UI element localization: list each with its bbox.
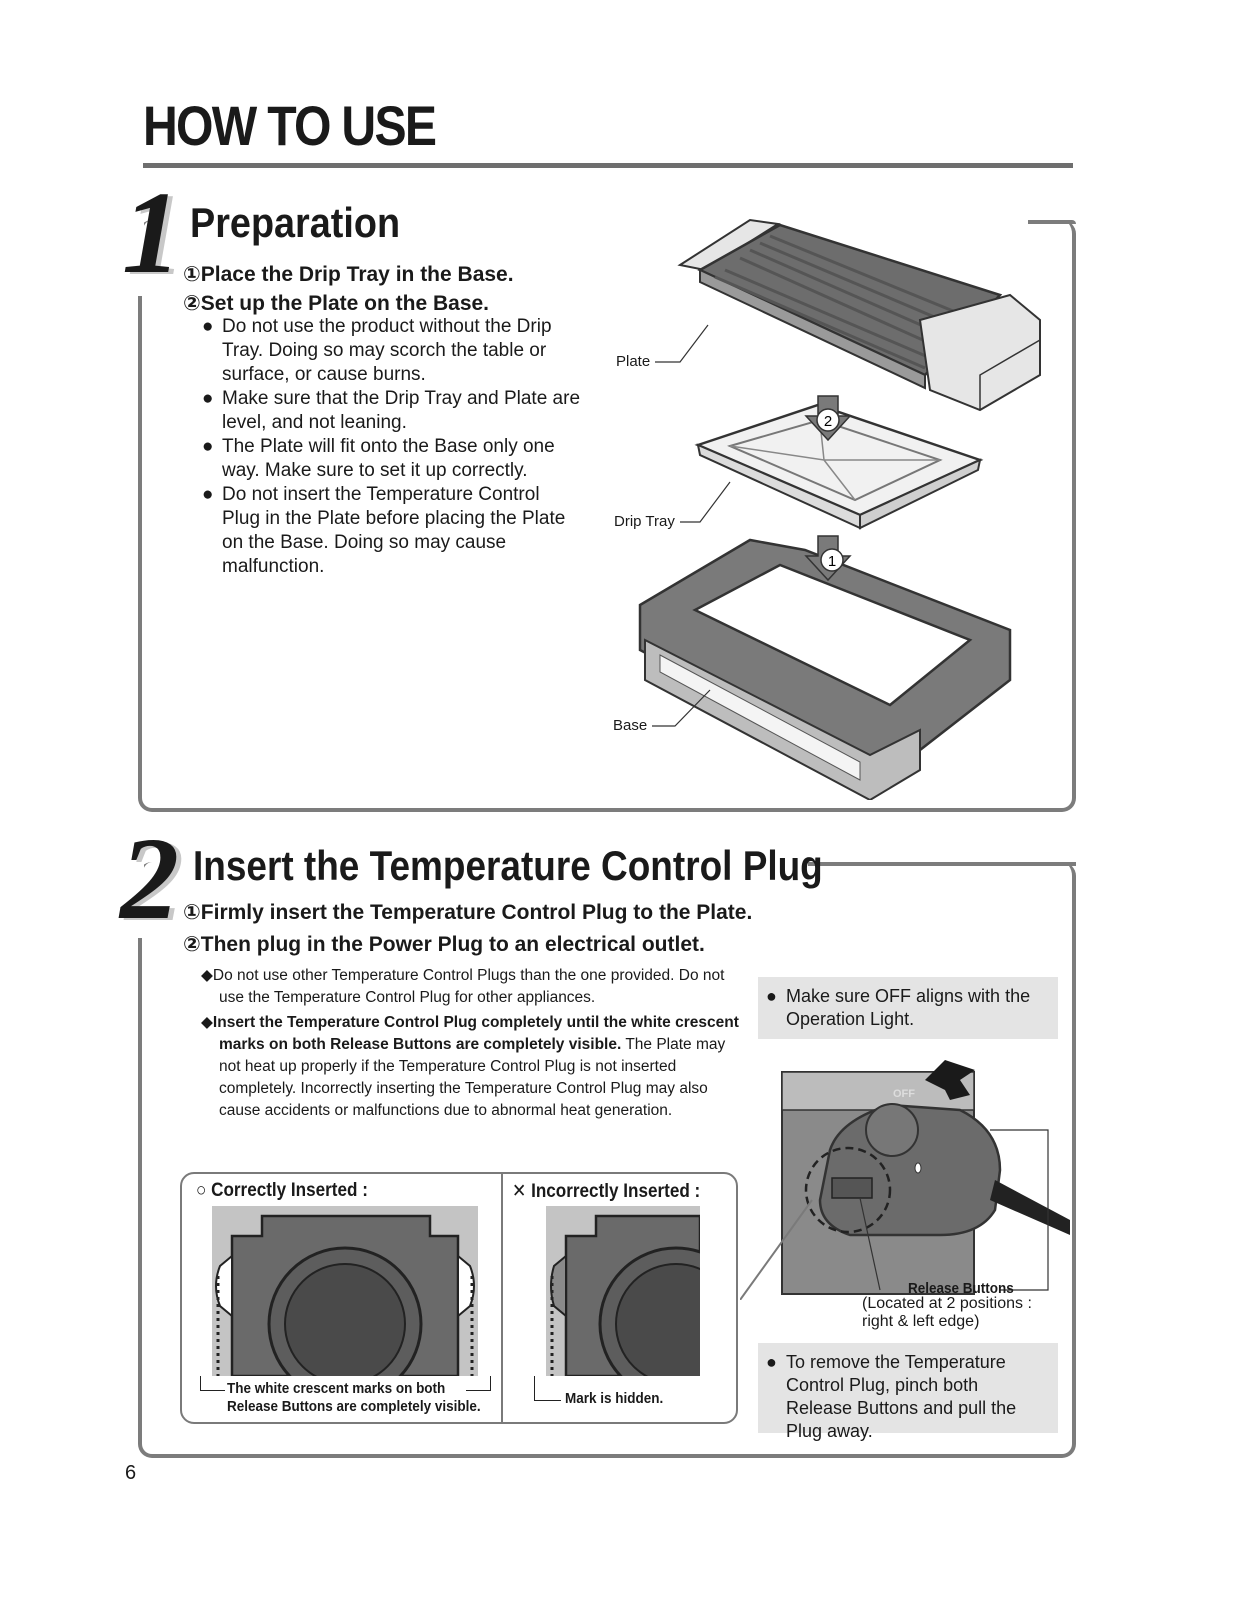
bullet-dot-icon: ● bbox=[766, 986, 777, 1006]
list-item: ● Do not use the product without the Drip… bbox=[202, 315, 582, 387]
drip-tray-label: Drip Tray bbox=[614, 513, 675, 530]
circle-correct-icon: ○ bbox=[196, 1180, 207, 1201]
incorrect-label-text: Incorrectly Inserted : bbox=[531, 1181, 701, 1202]
incorrect-insert-illustration bbox=[546, 1206, 700, 1376]
step1-number: 1 bbox=[122, 167, 181, 298]
section1-frame bbox=[138, 220, 1076, 812]
insertion-comparison-panel bbox=[180, 1172, 738, 1424]
step2-number: 2 bbox=[120, 813, 179, 944]
operation-light-icon bbox=[914, 1162, 922, 1174]
caution-text: Make sure that the Drip Tray and Plate a… bbox=[222, 388, 581, 433]
incorrect-insert-note: Mark is hidden. bbox=[565, 1390, 664, 1407]
cross-incorrect-icon: ✕ bbox=[512, 1181, 527, 1202]
base-label: Base bbox=[613, 717, 648, 734]
section2-frame-top bbox=[808, 862, 1076, 866]
bullet-dot-icon: ● bbox=[766, 1352, 777, 1372]
correct-insert-note: The white crescent marks on both Release… bbox=[227, 1380, 481, 1415]
list-item: ● Do not insert the Temperature Control P… bbox=[202, 483, 582, 579]
base-illustration bbox=[638, 538, 1012, 800]
dial-off-label: OFF bbox=[893, 1088, 915, 1100]
off-alignment-text: Make sure OFF aligns with the Operation … bbox=[786, 986, 1031, 1029]
step-arrow-2-icon bbox=[804, 395, 852, 442]
correct-leader-line bbox=[466, 1376, 491, 1391]
caution-text: Do not use the product without the Drip … bbox=[222, 316, 552, 385]
release-buttons-location: (Located at 2 positions : right & left e… bbox=[862, 1295, 1032, 1330]
step2-instructions: ①Firmly insert the Temperature Control P… bbox=[183, 897, 752, 961]
remove-plug-note: ● To remove the Temperature Control Plug… bbox=[758, 1343, 1058, 1441]
dial-icon bbox=[865, 1103, 919, 1157]
bullet-dot-icon: ● bbox=[202, 484, 214, 505]
list-item: ● Make sure that the Drip Tray and Plate … bbox=[202, 387, 582, 435]
frame-gap bbox=[134, 220, 144, 296]
comparison-divider bbox=[501, 1172, 503, 1424]
bullet-dot-icon: ● bbox=[202, 388, 214, 409]
list-item: ● The Plate will fit onto the Base only o… bbox=[202, 435, 582, 483]
temperature-plug-heading: Insert the Temperature Control Plug bbox=[193, 842, 823, 889]
step1-cautions: ● Do not use the product without the Drip… bbox=[202, 315, 582, 579]
diamond-bullet-icon: ◆ bbox=[201, 1014, 213, 1031]
incorrect-insert-label: ✕ Incorrectly Inserted : bbox=[512, 1180, 700, 1203]
remove-plug-text: To remove the Temperature Control Plug, … bbox=[786, 1352, 1017, 1441]
plug-illustration bbox=[740, 1060, 1070, 1300]
release-buttons-label: Release Buttons bbox=[908, 1280, 1014, 1297]
base-leader-line bbox=[652, 689, 711, 727]
page-number: 6 bbox=[125, 1462, 137, 1484]
note-paragraph: ◆Do not use other Temperature Control Pl… bbox=[201, 965, 751, 1009]
section2-frame bbox=[138, 862, 1076, 1458]
insert-arrow-icon bbox=[925, 1060, 975, 1100]
title-rule bbox=[143, 163, 1073, 168]
note-text: The Plate may not heat up properly if th… bbox=[219, 1036, 726, 1119]
caution-text: The Plate will fit onto the Base only on… bbox=[222, 436, 555, 481]
step2-instruction: ①Firmly insert the Temperature Control P… bbox=[183, 901, 753, 924]
step1-instruction: ①Place the Drip Tray in the Base. bbox=[183, 263, 514, 286]
off-alignment-note: ● Make sure OFF aligns with the Operatio… bbox=[758, 977, 1058, 1039]
note-paragraph: ◆Insert the Temperature Control Plug com… bbox=[201, 1012, 751, 1122]
drip-tray-leader-line bbox=[680, 481, 731, 523]
page-title: HOW TO USE bbox=[143, 94, 437, 157]
drip-tray-illustration bbox=[694, 403, 984, 530]
caution-text: Do not insert the Temperature Control Pl… bbox=[222, 484, 566, 577]
bullet-dot-icon: ● bbox=[202, 436, 214, 457]
step-arrow-1-icon bbox=[804, 535, 852, 582]
step-marker-1: 1 bbox=[828, 553, 836, 570]
incorrect-leader-line bbox=[534, 1376, 561, 1401]
step-marker-2: 2 bbox=[824, 413, 832, 430]
bullet-dot-icon: ● bbox=[202, 316, 214, 337]
release-button-highlight bbox=[804, 1146, 892, 1234]
plate-illustration bbox=[677, 218, 1041, 412]
correct-label-text: Correctly Inserted : bbox=[211, 1180, 368, 1201]
step2-notes: ◆Do not use other Temperature Control Pl… bbox=[183, 965, 751, 1125]
step2-instruction: ②Then plug in the Power Plug to an elect… bbox=[183, 933, 705, 956]
plate-label: Plate bbox=[616, 353, 651, 370]
note-bold-text: Insert the Temperature Control Plug comp… bbox=[212, 1014, 739, 1053]
correct-insert-label: ○ Correctly Inserted : bbox=[196, 1180, 368, 1202]
grill-assembly-diagram: 2 1 bbox=[638, 218, 1041, 800]
frame-gap bbox=[134, 862, 144, 938]
release-leader-line bbox=[990, 1129, 1049, 1291]
step1-instruction: ②Set up the Plate on the Base. bbox=[183, 292, 490, 315]
step1-instructions: ①Place the Drip Tray in the Base. ②Set u… bbox=[183, 260, 514, 318]
note-text: Do not use other Temperature Control Plu… bbox=[212, 967, 725, 1006]
section1-frame-top bbox=[1028, 220, 1076, 224]
correct-leader-line bbox=[200, 1376, 225, 1391]
plate-leader-line bbox=[655, 324, 709, 363]
preparation-heading: Preparation bbox=[190, 199, 401, 246]
diamond-bullet-icon: ◆ bbox=[201, 967, 213, 984]
correct-insert-illustration bbox=[212, 1206, 478, 1376]
